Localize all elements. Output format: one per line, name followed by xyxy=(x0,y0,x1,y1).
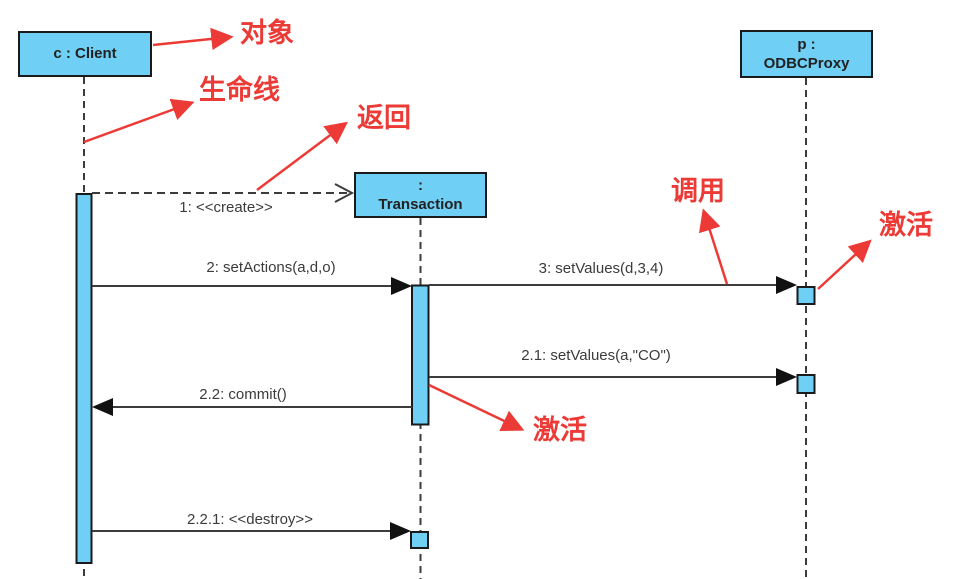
message-commit-arrowhead-icon xyxy=(92,398,113,416)
object-label-odbcproxy-line2: ODBCProxy xyxy=(763,55,850,72)
annotation-arrow-lifeline xyxy=(83,98,195,144)
message-destroy-arrowhead-icon xyxy=(390,522,411,540)
annotation-arrow-activation-1 xyxy=(817,239,872,290)
message-label-destroy: 2.2.1: <<destroy>> xyxy=(187,511,313,528)
annotation-arrow-object xyxy=(152,27,234,51)
odbcproxy-activation-1 xyxy=(796,286,816,305)
message-label-create: 1: <<create>> xyxy=(179,199,273,216)
annotation-lifeline: 生命线 xyxy=(199,75,280,105)
message-label-commit: 2.2: commit() xyxy=(199,386,287,403)
annotation-arrow-return xyxy=(256,121,348,191)
annotation-activation-2: 激活 xyxy=(533,415,587,445)
message-label-setvalues3: 3: setValues(d,3,4) xyxy=(538,260,664,277)
client-activation-bar xyxy=(75,193,93,564)
message-setvalues21-arrowhead-icon xyxy=(776,368,797,386)
annotation-return: 返回 xyxy=(357,103,411,133)
object-box-transaction: : Transaction xyxy=(354,172,487,218)
message-create-open-arrowhead-icon xyxy=(334,183,355,203)
message-setactions-arrowhead-icon xyxy=(391,277,412,295)
annotation-object: 对象 xyxy=(240,18,294,48)
annotation-call: 调用 xyxy=(671,176,725,206)
object-label-odbcproxy-line1: p : xyxy=(797,35,816,53)
transaction-destroy-activation xyxy=(410,531,429,549)
object-box-odbcproxy: p : ODBCProxy xyxy=(740,30,873,78)
transaction-activation-bar xyxy=(411,284,430,426)
message-label-setvalues21: 2.1: setValues(a,"CO") xyxy=(521,347,671,364)
annotation-arrow-call xyxy=(698,208,729,285)
object-box-client: c : Client xyxy=(18,31,152,77)
annotation-activation-1: 激活 xyxy=(879,210,933,240)
message-setvalues3-arrowhead-icon xyxy=(776,276,797,294)
message-label-setactions: 2: setActions(a,d,o) xyxy=(206,259,336,276)
object-label-transaction-line1: : xyxy=(418,176,423,194)
annotation-arrow-activation-2 xyxy=(428,383,525,432)
object-label-transaction-line2: Transaction xyxy=(378,196,463,213)
odbcproxy-activation-2 xyxy=(796,374,816,394)
object-label-client: c : Client xyxy=(53,45,117,63)
